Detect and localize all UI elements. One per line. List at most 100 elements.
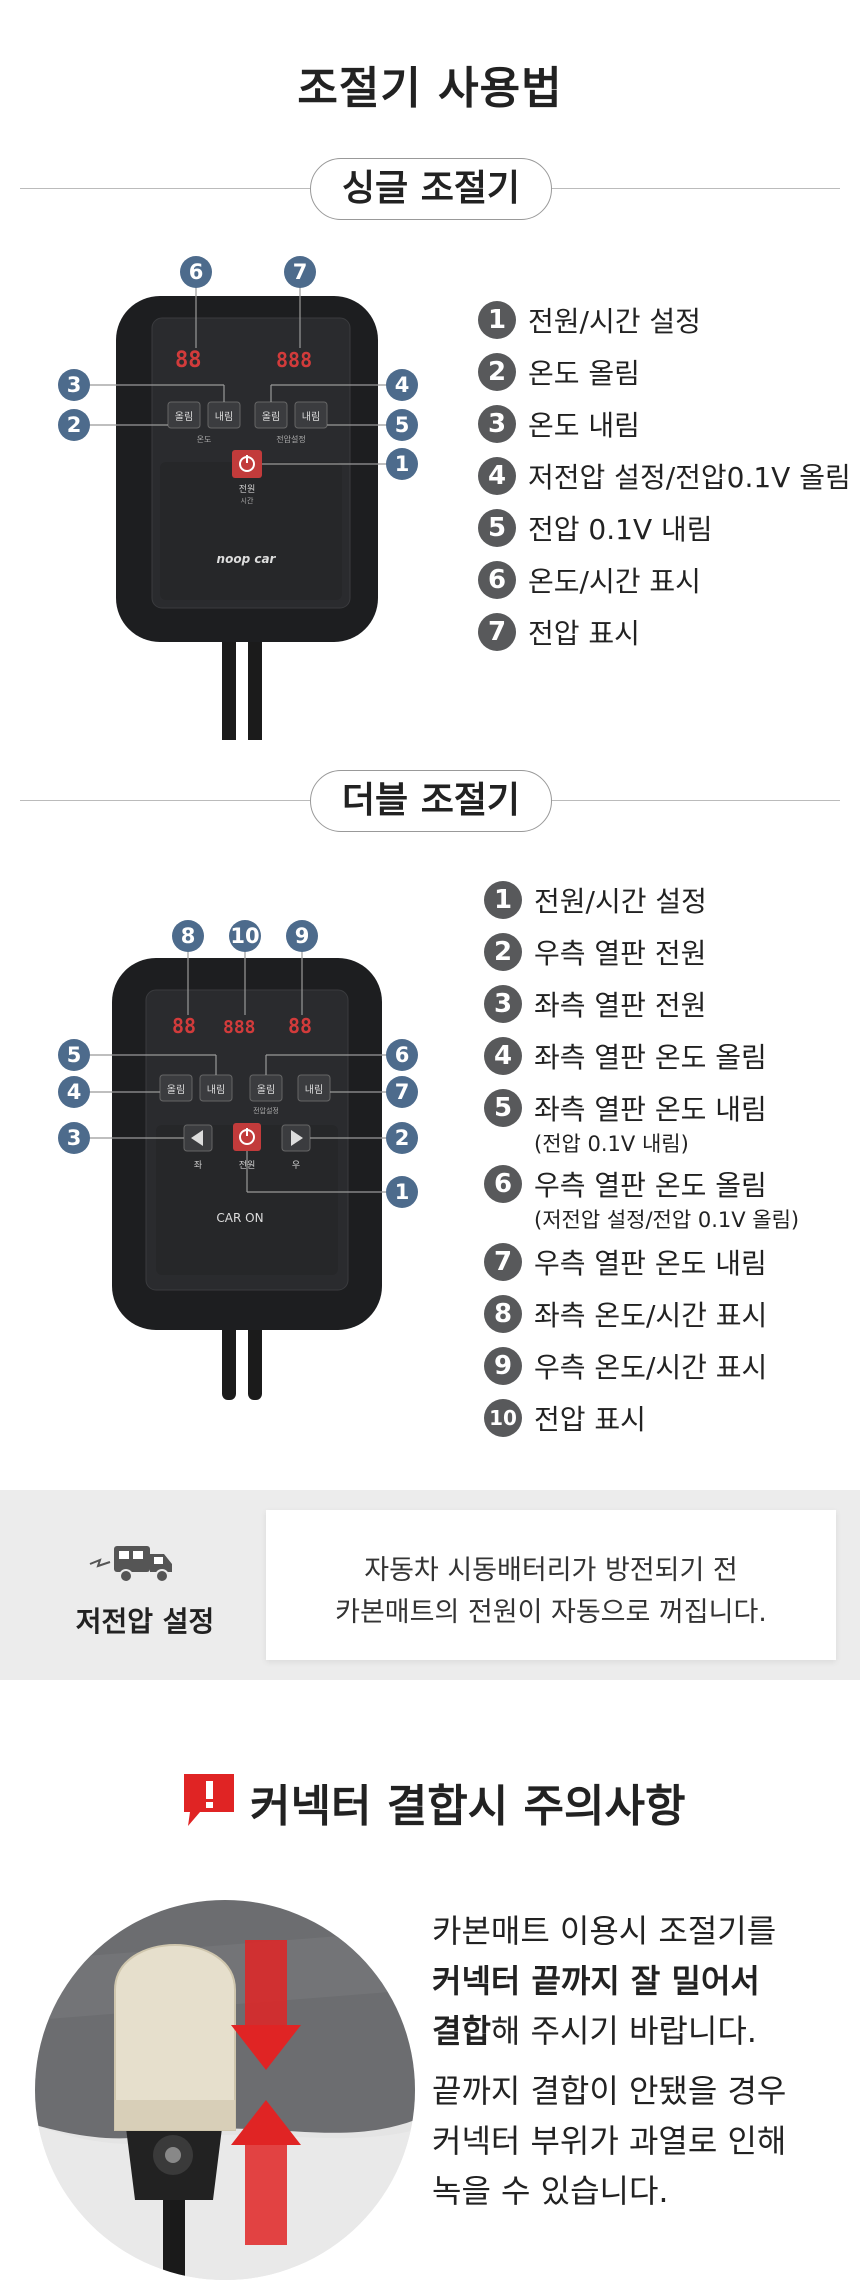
brand-logo: CAR ON bbox=[216, 1211, 263, 1225]
single-section-heading: 싱글 조절기 bbox=[310, 158, 552, 220]
legend-number: 9 bbox=[484, 1347, 522, 1385]
callout-3: 3 bbox=[58, 1122, 90, 1154]
legend-text: 전압 표시 bbox=[534, 1403, 646, 1436]
display-right: 88 bbox=[288, 1014, 312, 1038]
legend-text: 우측 온도/시간 표시 bbox=[534, 1351, 768, 1384]
legend-subtext: (저전압 설정/전압 0.1V 올림) bbox=[534, 1208, 800, 1232]
display-left: 88 bbox=[175, 348, 202, 373]
connector-photo bbox=[35, 1900, 415, 2280]
display-right: 888 bbox=[276, 348, 312, 372]
legend-number: 3 bbox=[484, 985, 522, 1023]
callout-7: 7 bbox=[284, 256, 316, 288]
power-button[interactable] bbox=[233, 1123, 261, 1151]
up-button-label: 올림 bbox=[175, 411, 193, 423]
legend-number: 7 bbox=[484, 1243, 522, 1281]
legend-number: 6 bbox=[478, 561, 516, 599]
callout-4: 4 bbox=[386, 369, 418, 401]
callout-1: 1 bbox=[386, 448, 418, 480]
right-down-label: 내림 bbox=[305, 1084, 323, 1096]
page-title: 조절기 사용법 bbox=[297, 63, 563, 114]
warning-emphasis: 결합 bbox=[432, 2012, 491, 2050]
callout-2: 2 bbox=[58, 409, 90, 441]
legend-text: 온도 올림 bbox=[528, 357, 640, 390]
legend-text: 전원/시간 설정 bbox=[534, 885, 707, 918]
callout-10: 10 bbox=[229, 920, 261, 952]
callout-7: 7 bbox=[386, 1076, 418, 1108]
right-up-label: 올림 bbox=[257, 1084, 275, 1096]
warning-title: 커넥터 결합시 주의사항 bbox=[250, 1781, 686, 1832]
legend-item: 7 전압 표시 bbox=[478, 612, 640, 652]
connector-illustration bbox=[35, 1900, 415, 2280]
legend-text: 우측 열판 온도 올림 bbox=[534, 1169, 767, 1202]
volt-up-label: 올림 bbox=[262, 411, 280, 423]
callout-6: 6 bbox=[180, 256, 212, 288]
temp-label: 온도 bbox=[197, 435, 212, 444]
callout-2: 2 bbox=[386, 1122, 418, 1154]
callout-3: 3 bbox=[58, 369, 90, 401]
volt-label: 전압설정 bbox=[253, 1106, 279, 1115]
volt-down-button[interactable] bbox=[294, 401, 328, 429]
callout-5: 5 bbox=[386, 409, 418, 441]
right-down-button[interactable] bbox=[297, 1074, 331, 1102]
legend-number: 2 bbox=[484, 933, 522, 971]
power-button[interactable] bbox=[232, 450, 262, 478]
cable bbox=[248, 620, 262, 740]
brand-logo: noop car bbox=[217, 552, 277, 566]
legend-subtext: (전압 0.1V 내림) bbox=[534, 1132, 689, 1156]
left-down-label: 내림 bbox=[207, 1084, 225, 1096]
double-controller-illustration: 88 888 88 올림 내림 올림 전압설정 내림 좌 전원 우 CAR ON bbox=[86, 940, 402, 1400]
display-mid: 888 bbox=[223, 1017, 256, 1038]
note-line-2: 카본매트의 전원이 자동으로 꺼집니다. bbox=[335, 1597, 767, 1628]
warning-line-3: 결합해 주시기 바랍니다. bbox=[432, 2006, 757, 2052]
legend-text: 우측 열판 온도 내림 bbox=[534, 1247, 767, 1280]
callout-5: 5 bbox=[58, 1039, 90, 1071]
power-label: 전원 bbox=[239, 484, 256, 495]
low-voltage-label: 저전압 설정 bbox=[75, 1605, 215, 1638]
display-left: 88 bbox=[172, 1014, 196, 1038]
left-up-button[interactable] bbox=[159, 1074, 193, 1102]
legend-text: 온도 내림 bbox=[528, 409, 640, 442]
legend-item: 9 우측 온도/시간 표시 bbox=[484, 1346, 767, 1386]
legend-text: 저전압 설정/전압0.1V 올림 bbox=[528, 461, 851, 494]
legend-number: 10 bbox=[484, 1399, 522, 1437]
exclamation-icon bbox=[184, 1774, 234, 1826]
legend-number: 5 bbox=[484, 1089, 522, 1127]
legend-item: 4 저전압 설정/전압0.1V 올림 bbox=[478, 456, 851, 496]
legend-text: 좌측 열판 온도 내림 bbox=[534, 1093, 767, 1126]
legend-item: 7 우측 열판 온도 내림 bbox=[484, 1242, 767, 1282]
legend-text: 전압 0.1V 내림 bbox=[528, 513, 713, 546]
warning-line-4: 끝까지 결합이 안됐을 경우 bbox=[432, 2072, 787, 2110]
right-label: 우 bbox=[292, 1160, 300, 1171]
note-line-1: 자동차 시동배터리가 방전되기 전 bbox=[364, 1555, 738, 1586]
callout-1: 1 bbox=[386, 1176, 418, 1208]
legend-number: 7 bbox=[478, 613, 516, 651]
callout-4: 4 bbox=[58, 1076, 90, 1108]
legend-text: 좌측 온도/시간 표시 bbox=[534, 1299, 768, 1332]
legend-text: 온도/시간 표시 bbox=[528, 565, 701, 598]
warning-line-2: 커넥터 끝까지 잘 밀어서 bbox=[432, 1956, 760, 2002]
left-label: 좌 bbox=[194, 1160, 202, 1171]
up-button[interactable] bbox=[167, 401, 201, 429]
legend-text: 좌측 열판 온도 올림 bbox=[534, 1041, 767, 1074]
legend-number: 4 bbox=[478, 457, 516, 495]
legend-item: 5 좌측 열판 온도 내림 bbox=[484, 1088, 767, 1128]
left-arrow-icon bbox=[191, 1130, 203, 1146]
carbon-pattern bbox=[156, 1125, 338, 1275]
legend-text: 전원/시간 설정 bbox=[528, 305, 701, 338]
volt-label: 전압설정 bbox=[276, 434, 305, 444]
legend-text: 전압 표시 bbox=[528, 617, 640, 650]
volt-down-label: 내림 bbox=[302, 411, 320, 423]
warning-line-3-rest: 해 주시기 바랍니다. bbox=[490, 2012, 757, 2050]
double-section-heading: 더블 조절기 bbox=[310, 770, 552, 832]
truck-battery-icon bbox=[89, 1546, 172, 1583]
